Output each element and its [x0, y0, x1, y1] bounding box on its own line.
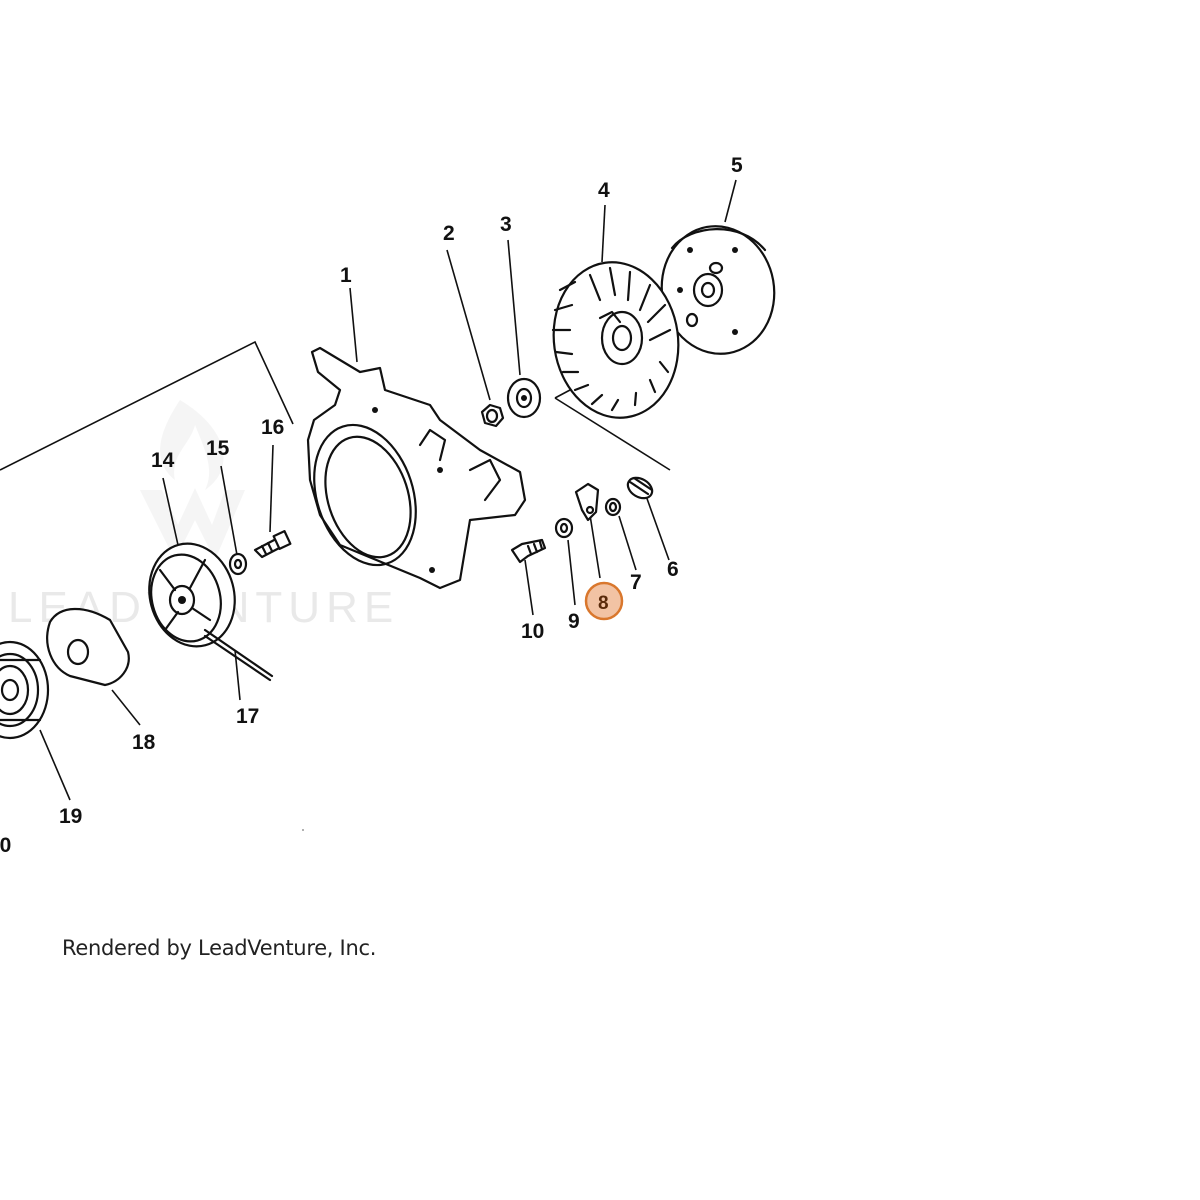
- pawl-spring-part[interactable]: [624, 474, 656, 503]
- render-credit: Rendered by LeadVenture, Inc.: [62, 936, 377, 960]
- small-washer-part[interactable]: [604, 497, 622, 517]
- spring-cassette-part[interactable]: [0, 640, 50, 740]
- callout-label[interactable]: 3: [500, 213, 512, 236]
- fan-housing-part[interactable]: [297, 346, 527, 590]
- callout-label[interactable]: 7: [630, 571, 642, 594]
- callout-label[interactable]: 10: [521, 620, 544, 643]
- bolt-part[interactable]: [253, 530, 292, 559]
- callout-label[interactable]: 9: [568, 610, 580, 633]
- callout-label[interactable]: 15: [206, 437, 230, 460]
- leader-lines: [0, 179, 737, 801]
- callout-label[interactable]: 18: [132, 731, 156, 754]
- callout-label[interactable]: 2: [443, 222, 455, 245]
- callout-label-highlighted[interactable]: 8: [598, 593, 609, 614]
- pulley-part[interactable]: [138, 534, 246, 656]
- callout-label[interactable]: 16: [261, 416, 284, 439]
- callout-label[interactable]: 19: [59, 805, 82, 828]
- flywheel-disc-part[interactable]: [652, 217, 785, 363]
- nut-part[interactable]: [480, 403, 505, 428]
- callout-label[interactable]: 17: [236, 705, 259, 728]
- rope-part[interactable]: [203, 628, 274, 682]
- screw-part[interactable]: [510, 538, 547, 564]
- washer-small-part[interactable]: [554, 517, 574, 539]
- fan-part[interactable]: [544, 254, 689, 426]
- callout-label[interactable]: 20: [0, 834, 11, 857]
- callout-label[interactable]: 5: [731, 154, 743, 177]
- pawl-part[interactable]: [574, 482, 600, 522]
- plate-part[interactable]: [46, 607, 130, 687]
- callout-label[interactable]: 4: [598, 179, 610, 202]
- washer-part[interactable]: [506, 377, 542, 419]
- highlight-circle: [584, 581, 624, 621]
- callout-label[interactable]: 1: [340, 264, 352, 287]
- callout-label[interactable]: 14: [151, 449, 175, 472]
- washer-15-part[interactable]: [228, 552, 248, 576]
- callout-label[interactable]: 6: [667, 558, 679, 581]
- callout-labels: 1 2 3 4 5 6 7 8 9 10 14 15 16 17 18 19 2…: [0, 154, 743, 857]
- watermark-logo-icon: [140, 400, 245, 560]
